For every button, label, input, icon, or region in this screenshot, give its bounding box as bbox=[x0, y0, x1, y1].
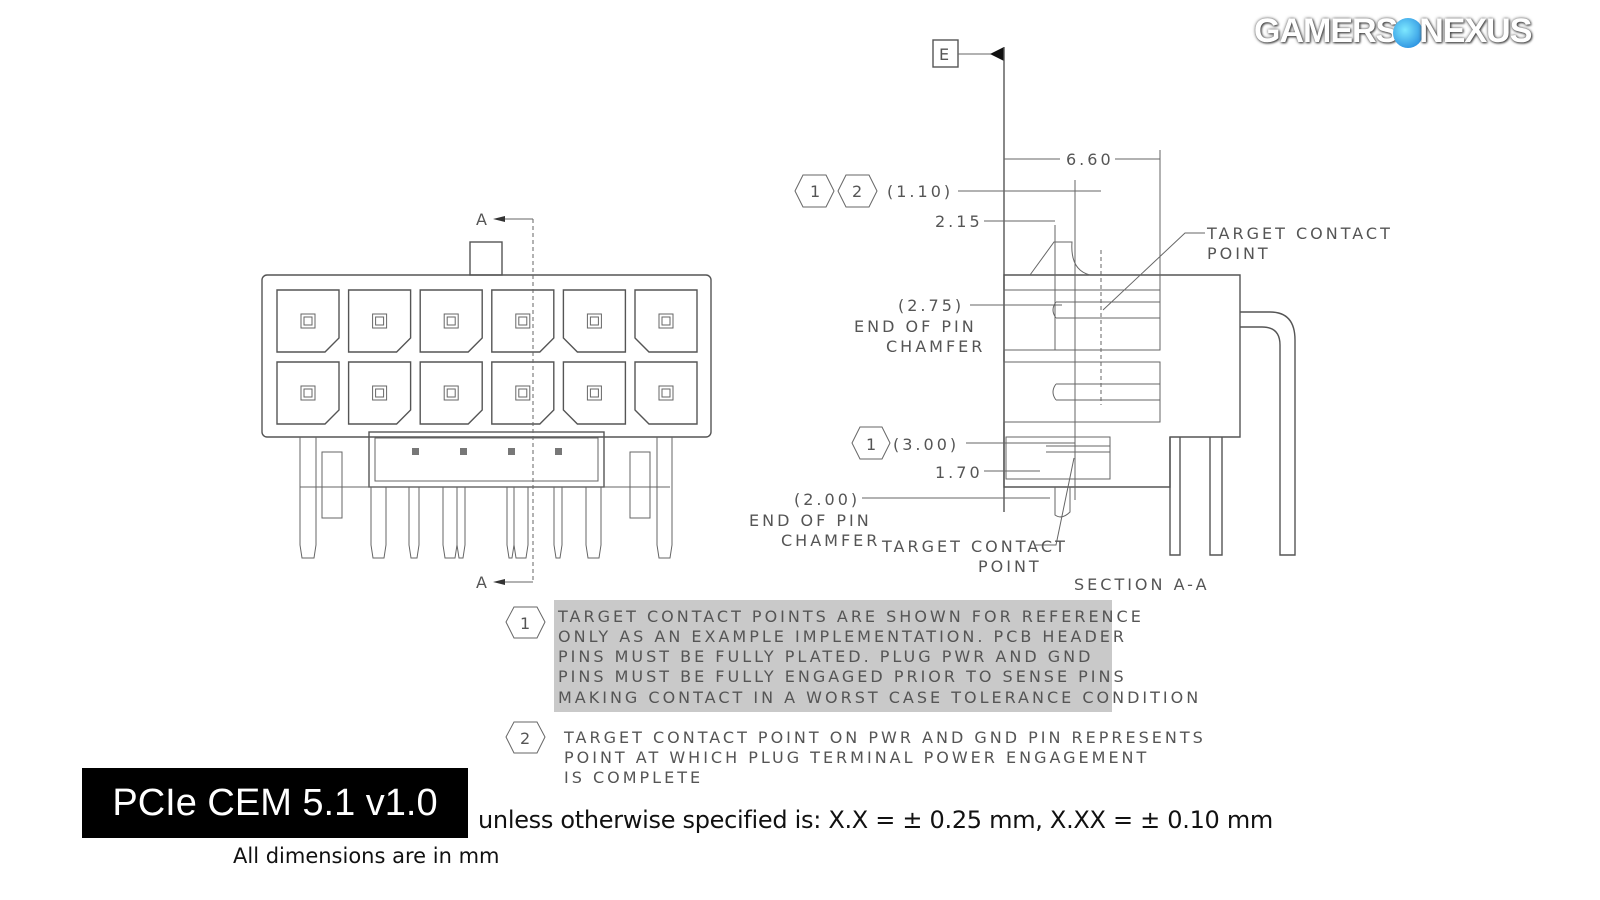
pcb-pin bbox=[442, 487, 458, 559]
pcb-pin bbox=[506, 487, 515, 559]
pcb-pin bbox=[299, 437, 317, 559]
section-label-top: A bbox=[476, 210, 490, 229]
target-contact-bottom-1: TARGET CONTACT bbox=[881, 537, 1068, 556]
terminal-square bbox=[372, 385, 388, 401]
flag-1-top: 1 bbox=[810, 182, 823, 201]
pin-cavity bbox=[347, 361, 412, 425]
dim-1-70: 1.70 bbox=[935, 463, 983, 482]
note-1-line: MAKING CONTACT IN A WORST CASE TOLERANCE… bbox=[558, 688, 1201, 707]
note-1-line: TARGET CONTACT POINTS ARE SHOWN FOR REFE… bbox=[557, 607, 1144, 626]
pcb-pin bbox=[408, 487, 420, 559]
note-2-line: IS COMPLETE bbox=[564, 768, 703, 787]
terminal-square bbox=[586, 313, 602, 329]
dim-2-75-note-1: END OF PIN bbox=[854, 317, 977, 336]
pcb-pin bbox=[585, 487, 602, 559]
pin-cavity bbox=[491, 361, 555, 425]
sense-pin-window bbox=[368, 431, 605, 488]
sense-pin bbox=[412, 448, 419, 455]
note-1-line: PINS MUST BE FULLY PLATED. PLUG PWR AND … bbox=[558, 647, 1093, 666]
note-1-line: ONLY AS AN EXAMPLE IMPLEMENTATION. PCB H… bbox=[558, 627, 1127, 646]
target-contact-top-1: TARGET CONTACT bbox=[1206, 224, 1393, 243]
pin-cavity bbox=[562, 289, 627, 353]
pin-cavity bbox=[491, 289, 555, 353]
pin-cavity bbox=[419, 289, 483, 353]
terminal-square bbox=[658, 385, 674, 401]
dim-2-00: (2.00) bbox=[794, 490, 860, 509]
note-1-line: PINS MUST BE FULLY ENGAGED PRIOR TO SENS… bbox=[558, 667, 1127, 686]
bent-pin bbox=[1240, 311, 1296, 556]
dim-3-00: (3.00) bbox=[893, 435, 959, 454]
pin-cavity bbox=[419, 361, 483, 425]
connector-body bbox=[261, 274, 712, 438]
pin-cavity bbox=[562, 361, 627, 425]
datum-triangle bbox=[990, 47, 1004, 61]
dim-1-10: (1.10) bbox=[887, 182, 953, 201]
terminal-square bbox=[372, 313, 388, 329]
section-view: E 6.60 (1.10) 2.15 (2.75) END OF PIN CHA… bbox=[749, 39, 1393, 594]
pcb-pins bbox=[299, 437, 673, 559]
target-contact-bottom-2: POINT bbox=[978, 557, 1042, 576]
pin-cavity bbox=[634, 361, 698, 425]
pin-cavities bbox=[276, 289, 698, 425]
pcb-pin bbox=[656, 437, 673, 559]
dim-2-00-note-1: END OF PIN bbox=[749, 511, 872, 530]
sense-pins bbox=[412, 448, 562, 455]
dim-2-15: 2.15 bbox=[935, 212, 983, 231]
peg-left bbox=[321, 451, 343, 519]
note-1-flag: 1 bbox=[520, 614, 533, 633]
pcb-pin bbox=[456, 487, 466, 559]
dim-2-75-note-2: CHAMFER bbox=[886, 337, 985, 356]
flag-1-mid: 1 bbox=[866, 435, 879, 454]
tolerance-text: unless otherwise specified is: X.X = ± 0… bbox=[478, 806, 1274, 834]
terminal-square bbox=[658, 313, 674, 329]
terminal-square bbox=[515, 313, 531, 329]
terminal-square bbox=[300, 385, 316, 401]
latch-tab bbox=[469, 241, 503, 276]
logo-right: NEXUS bbox=[1419, 12, 1532, 50]
pin-cavity bbox=[634, 289, 698, 353]
terminal-square bbox=[300, 313, 316, 329]
pcb-pin bbox=[370, 487, 387, 559]
dim-2-00-note-2: CHAMFER bbox=[781, 531, 880, 550]
pin-cavity bbox=[347, 289, 412, 353]
terminal-square bbox=[586, 385, 602, 401]
note-2-flag: 2 bbox=[520, 729, 533, 748]
pcb-pin bbox=[513, 487, 529, 559]
flag-2-top: 2 bbox=[852, 182, 865, 201]
dim-2-75: (2.75) bbox=[898, 296, 964, 315]
sense-pin bbox=[508, 448, 515, 455]
section-body bbox=[1003, 274, 1241, 488]
sense-pin bbox=[460, 448, 467, 455]
pin-cavity bbox=[276, 361, 340, 425]
peg-right bbox=[629, 451, 651, 519]
terminal-square bbox=[443, 313, 459, 329]
dim-6-60: 6.60 bbox=[1066, 150, 1114, 169]
datum-label: E bbox=[939, 45, 952, 64]
front-view: A A bbox=[261, 210, 712, 592]
notes: 1 TARGET CONTACT POINTS ARE SHOWN FOR RE… bbox=[505, 600, 1206, 787]
section-label-bottom: A bbox=[476, 573, 490, 592]
note-1-highlight bbox=[554, 600, 1112, 712]
gamers-nexus-logo: GAMERS NEXUS bbox=[1254, 12, 1532, 51]
logo-orb-icon bbox=[1393, 18, 1424, 49]
note-2-line: TARGET CONTACT POINT ON PWR AND GND PIN … bbox=[563, 728, 1206, 747]
spec-title: PCIe CEM 5.1 v1.0 bbox=[82, 768, 468, 838]
logo-left: GAMERS bbox=[1254, 12, 1398, 50]
target-contact-top-2: POINT bbox=[1207, 244, 1271, 263]
note-2-line: POINT AT WHICH PLUG TERMINAL POWER ENGAG… bbox=[564, 748, 1149, 767]
units-text: All dimensions are in mm bbox=[233, 844, 500, 868]
section-title: SECTION A-A bbox=[1074, 575, 1210, 594]
terminal-square bbox=[515, 385, 531, 401]
pcb-pin bbox=[553, 487, 563, 559]
pin-cavity bbox=[276, 289, 340, 353]
terminal-square bbox=[443, 385, 459, 401]
sense-pin bbox=[555, 448, 562, 455]
